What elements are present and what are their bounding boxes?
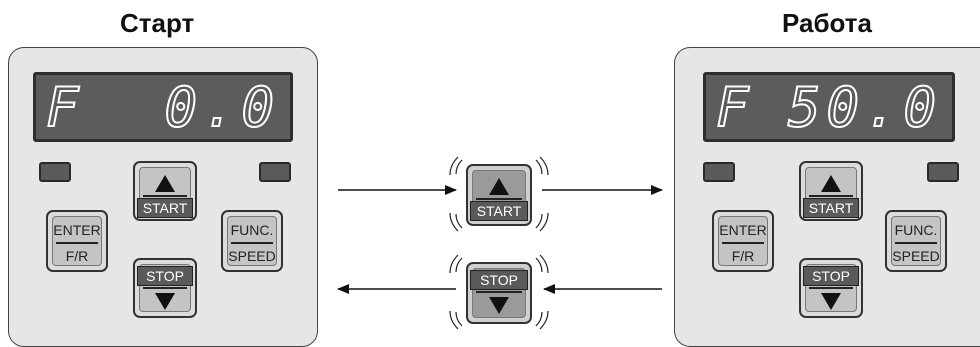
- stop-vibration-icon: [449, 254, 549, 330]
- center-start-button[interactable]: START: [466, 164, 532, 226]
- key-divider: [231, 242, 273, 244]
- key-divider: [476, 291, 522, 293]
- arrow-down-icon: [489, 297, 509, 314]
- key-divider: [895, 242, 937, 244]
- right-display: F 50.0: [703, 72, 955, 142]
- arrow-up-icon: [821, 175, 841, 192]
- enter-key-label: ENTER: [53, 222, 101, 238]
- enter-key-label: ENTER: [719, 222, 767, 238]
- right-stop-button[interactable]: STOP: [799, 258, 863, 318]
- func-key-label: FUNC.: [894, 222, 938, 238]
- left-start-button[interactable]: START: [133, 161, 197, 221]
- stop-key-label: STOP: [137, 266, 193, 286]
- start-key-label: START: [803, 198, 859, 218]
- left-display-mode: F: [45, 76, 85, 139]
- right-display-mode: F: [715, 76, 755, 139]
- speed-key-label: SPEED: [892, 248, 940, 264]
- right-start-button[interactable]: START: [799, 161, 863, 221]
- left-led-indicator-1: [39, 162, 71, 182]
- left-control-panel: F 0.0 START ENTER F/R FUNC. SPEED STOP: [8, 47, 318, 347]
- right-display-value: 50.0: [787, 76, 942, 139]
- center-stop-label: STOP: [470, 270, 528, 290]
- fr-key-label: F/R: [65, 248, 89, 264]
- right-panel-title: Работа: [782, 8, 872, 38]
- key-divider: [143, 195, 187, 197]
- fr-key-label: F/R: [731, 248, 755, 264]
- func-key-label: FUNC.: [230, 222, 274, 238]
- left-enter-fr-button[interactable]: ENTER F/R: [46, 210, 108, 272]
- key-face: [891, 216, 941, 266]
- left-panel-title: Старт: [120, 8, 195, 38]
- right-led-indicator-2: [927, 162, 959, 182]
- left-display: F 0.0: [33, 72, 293, 142]
- right-led-indicator-1: [703, 162, 735, 182]
- speed-key-label: SPEED: [228, 248, 276, 264]
- stop-key-label: STOP: [803, 266, 859, 286]
- key-face: [227, 216, 277, 266]
- start-key-label: START: [137, 198, 193, 218]
- key-divider: [809, 195, 853, 197]
- center-start-label: START: [470, 201, 528, 221]
- left-display-value: 0.0: [163, 76, 280, 139]
- arrow-up-icon: [155, 175, 175, 192]
- key-divider: [476, 198, 522, 200]
- key-face: [718, 216, 768, 266]
- right-enter-fr-button[interactable]: ENTER F/R: [712, 210, 774, 272]
- arrow-down-icon: [155, 293, 175, 310]
- key-face: [52, 216, 102, 266]
- key-divider: [143, 287, 187, 289]
- center-stop-button[interactable]: STOP: [466, 262, 532, 324]
- start-vibration-icon: [449, 156, 549, 232]
- right-control-panel: F 50.0 START ENTER F/R FUNC. SPEED STOP: [674, 47, 980, 347]
- left-stop-button[interactable]: STOP: [133, 258, 197, 318]
- key-divider: [722, 242, 764, 244]
- key-divider: [809, 287, 853, 289]
- arrow-down-icon: [821, 293, 841, 310]
- arrow-up-icon: [489, 178, 509, 195]
- left-func-speed-button[interactable]: FUNC. SPEED: [221, 210, 283, 272]
- right-func-speed-button[interactable]: FUNC. SPEED: [885, 210, 947, 272]
- left-led-indicator-2: [259, 162, 291, 182]
- key-divider: [56, 242, 98, 244]
